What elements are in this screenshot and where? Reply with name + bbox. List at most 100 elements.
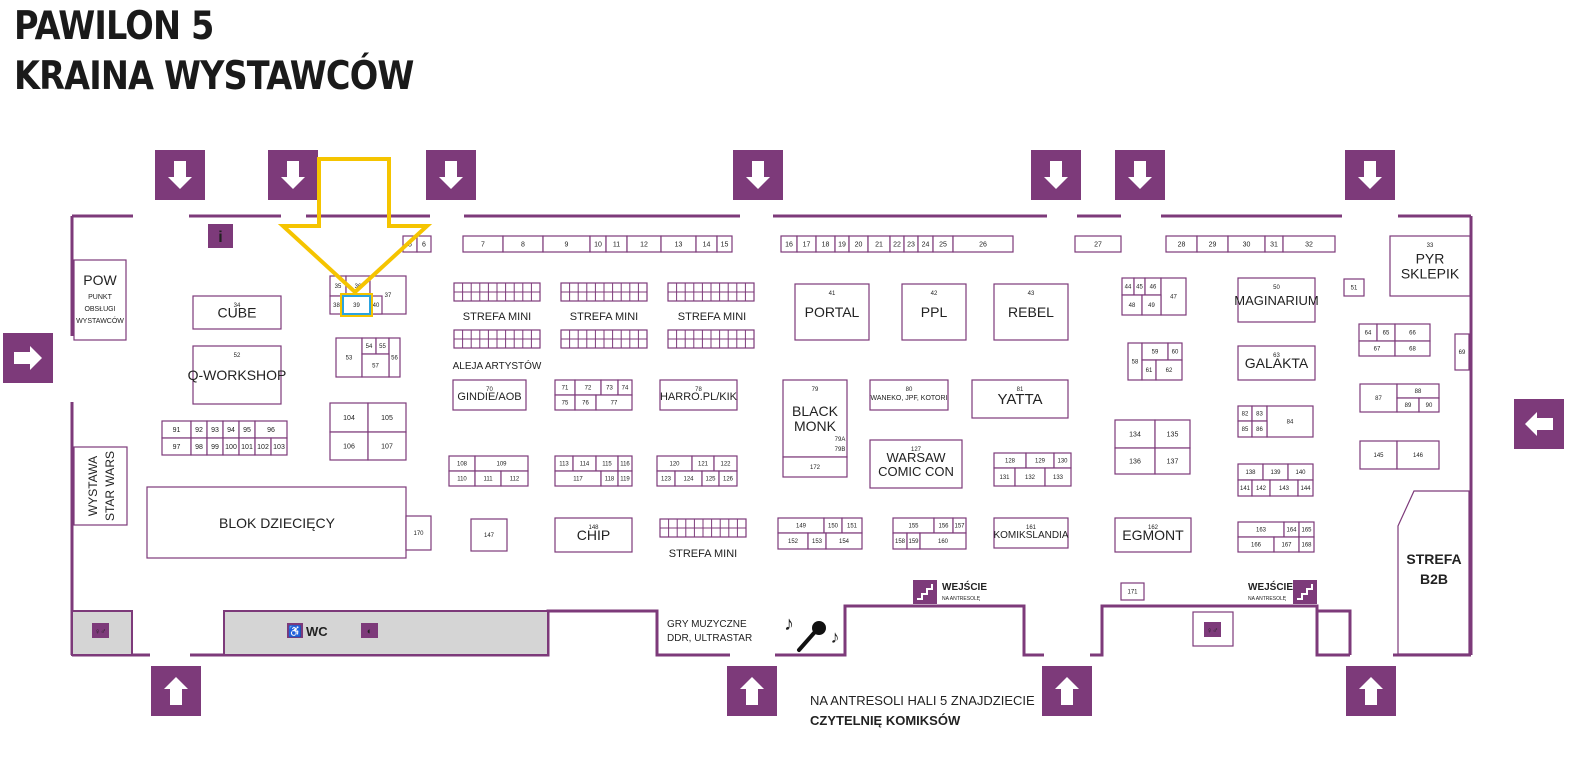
stairs-left[interactable] xyxy=(913,580,937,604)
stand-6[interactable]: 6 xyxy=(416,235,432,253)
entrance-top-3[interactable] xyxy=(426,150,476,200)
stand-151[interactable]: 151 xyxy=(841,517,863,534)
stand-47[interactable]: 47 xyxy=(1160,277,1187,316)
stand-17[interactable]: 17 xyxy=(796,235,817,253)
stand-105[interactable]: 105 xyxy=(367,402,407,433)
stand-10[interactable]: 10 xyxy=(589,235,607,253)
stand-20[interactable]: 20 xyxy=(848,235,869,253)
entrance-top-5[interactable] xyxy=(1031,150,1081,200)
stand-117[interactable]: 117 xyxy=(554,470,602,487)
stand-87[interactable]: 87 xyxy=(1359,383,1398,413)
stand-149[interactable]: 149 xyxy=(777,517,825,534)
stand-89[interactable]: 89 xyxy=(1396,397,1420,413)
stand-122[interactable]: 122 xyxy=(713,455,738,472)
stand-121[interactable]: 121 xyxy=(691,455,715,472)
stand-65[interactable]: 65 xyxy=(1376,323,1396,342)
stand-95[interactable]: 95 xyxy=(238,420,256,439)
stand-75[interactable]: 75 xyxy=(554,394,576,411)
stand-59[interactable]: 59 xyxy=(1141,342,1169,361)
stand-160[interactable]: 160 xyxy=(919,532,967,550)
stand-85[interactable]: 85 xyxy=(1237,420,1253,438)
stand-100[interactable]: 100 xyxy=(222,437,240,456)
stand-113[interactable]: 113 xyxy=(554,455,574,472)
stand-88[interactable]: 88 xyxy=(1396,383,1440,399)
stand-131[interactable]: 131 xyxy=(993,467,1016,487)
stand-45[interactable]: 45 xyxy=(1133,277,1146,296)
stand-126[interactable]: 126 xyxy=(718,470,738,487)
stand-28[interactable]: 28 xyxy=(1165,235,1198,253)
stand-165[interactable]: 165 xyxy=(1298,521,1315,538)
stand-74[interactable]: 74 xyxy=(617,379,633,396)
stand-150[interactable]: 150 xyxy=(823,517,843,534)
stand-77[interactable]: 77 xyxy=(595,394,633,411)
stand-171[interactable]: 171 xyxy=(1120,582,1145,601)
stand-26[interactable]: 26 xyxy=(952,235,1014,253)
stand-153[interactable]: 153 xyxy=(807,532,827,550)
stand-110[interactable]: 110 xyxy=(448,470,476,487)
stand-136[interactable]: 136 xyxy=(1114,447,1156,475)
entrance-top-7[interactable] xyxy=(1345,150,1395,200)
stand-13[interactable]: 13 xyxy=(660,235,697,253)
stand-112[interactable]: 112 xyxy=(500,470,529,487)
exit-bottom-4[interactable] xyxy=(1346,666,1396,716)
stand-94[interactable]: 94 xyxy=(222,420,240,439)
stand-144[interactable]: 144 xyxy=(1297,479,1314,497)
stand-123[interactable]: 123 xyxy=(656,470,676,487)
stand-30[interactable]: 30 xyxy=(1227,235,1266,253)
stand-124[interactable]: 124 xyxy=(674,470,703,487)
stand-143[interactable]: 143 xyxy=(1269,479,1299,497)
stand-9[interactable]: 9 xyxy=(542,235,591,253)
stand-7[interactable]: 7 xyxy=(462,235,504,253)
stand-114[interactable]: 114 xyxy=(572,455,597,472)
stand-132[interactable]: 132 xyxy=(1014,467,1046,487)
stand-19[interactable]: 19 xyxy=(834,235,850,253)
stand-60[interactable]: 60 xyxy=(1167,342,1183,361)
stand-156[interactable]: 156 xyxy=(933,517,954,534)
stand-21[interactable]: 21 xyxy=(867,235,891,253)
stand-133[interactable]: 133 xyxy=(1044,467,1072,487)
stand-152[interactable]: 152 xyxy=(777,532,809,550)
exit-bottom-3[interactable] xyxy=(1042,666,1092,716)
stand-84[interactable]: 84 xyxy=(1266,405,1314,438)
stand-23[interactable]: 23 xyxy=(903,235,919,253)
stand-31[interactable]: 31 xyxy=(1264,235,1284,253)
stand-18[interactable]: 18 xyxy=(815,235,836,253)
stand-56[interactable]: 56 xyxy=(388,337,401,378)
stand-97[interactable]: 97 xyxy=(161,437,192,456)
stand-116[interactable]: 116 xyxy=(617,455,633,472)
stand-69[interactable]: 69 xyxy=(1454,333,1470,371)
stand-68[interactable]: 68 xyxy=(1394,340,1431,357)
stand-83[interactable]: 83 xyxy=(1251,405,1268,422)
stand-14[interactable]: 14 xyxy=(695,235,718,253)
stand-64[interactable]: 64 xyxy=(1358,323,1378,342)
stand-125[interactable]: 125 xyxy=(701,470,720,487)
stand-141[interactable]: 141 xyxy=(1237,479,1253,497)
stand-107[interactable]: 107 xyxy=(367,431,407,461)
stand-166[interactable]: 166 xyxy=(1237,536,1275,553)
stand-27[interactable]: 27 xyxy=(1074,235,1122,253)
stand-22[interactable]: 22 xyxy=(889,235,905,253)
stand-159[interactable]: 159 xyxy=(906,532,921,550)
stand-154[interactable]: 154 xyxy=(825,532,863,550)
stairs-right[interactable] xyxy=(1293,580,1317,604)
stand-119[interactable]: 119 xyxy=(617,470,633,487)
exit-bottom-2[interactable] xyxy=(727,666,777,716)
stand-66[interactable]: 66 xyxy=(1394,323,1431,342)
stand-139[interactable]: 139 xyxy=(1262,463,1289,481)
exit-bottom-1[interactable] xyxy=(151,666,201,716)
stand-101[interactable]: 101 xyxy=(238,437,256,456)
stand-167[interactable]: 167 xyxy=(1273,536,1300,553)
